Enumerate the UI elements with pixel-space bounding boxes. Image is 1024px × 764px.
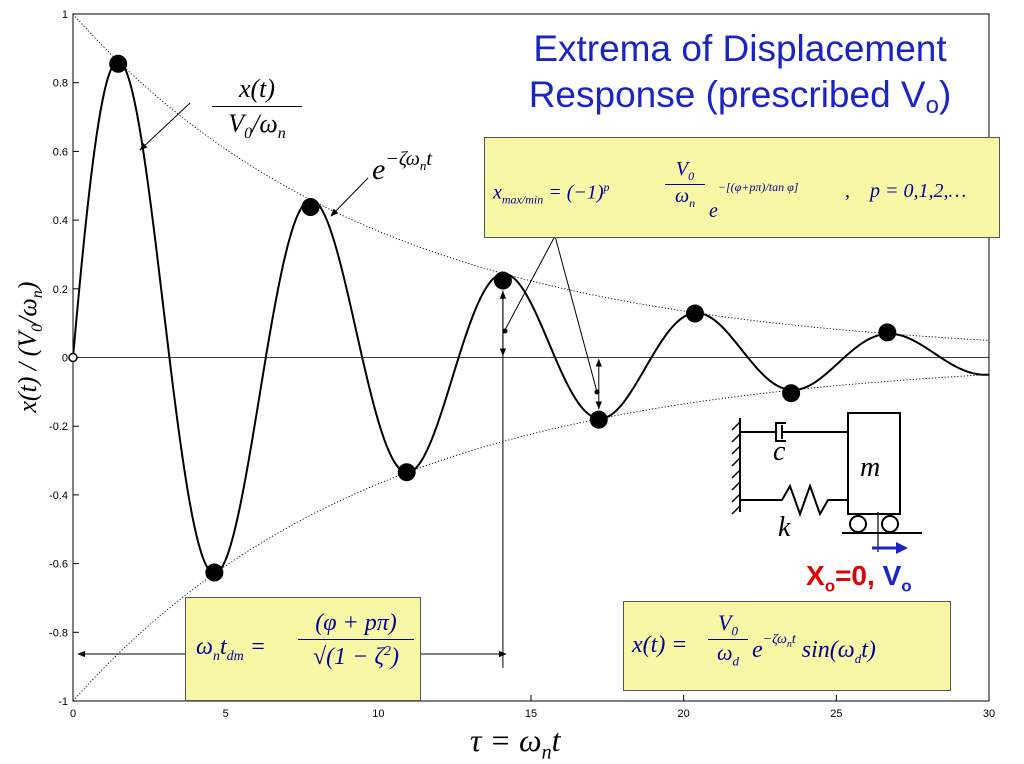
time-equation-box: ωntdm = (φ + pπ) √(1 − ζ2) bbox=[185, 597, 421, 701]
mass-spring-damper-diagram bbox=[731, 412, 922, 554]
wall-hatch bbox=[731, 457, 741, 467]
wheel-right bbox=[881, 515, 899, 533]
damper-label: c bbox=[773, 436, 786, 467]
x-tick-label: 25 bbox=[830, 708, 842, 720]
y-tick-label: -0.8 bbox=[49, 627, 68, 639]
y-tick-label: 1 bbox=[62, 9, 68, 21]
extremum-point bbox=[205, 563, 224, 582]
x-tick-label: 20 bbox=[678, 708, 690, 720]
wall-hatch bbox=[731, 493, 741, 503]
x-tick-label: 5 bbox=[223, 708, 229, 720]
y-tick-label: 0.6 bbox=[53, 146, 68, 158]
response-equation-box: x(t) = V0 ωd e−ζωnt sin(ωdt) bbox=[623, 601, 951, 691]
x-tick-label: 10 bbox=[372, 708, 384, 720]
extremum-point bbox=[397, 463, 416, 482]
wall-hatch bbox=[731, 445, 741, 455]
annotation-arrows bbox=[77, 102, 602, 668]
curve-label-leader bbox=[139, 102, 191, 151]
wall-hatch bbox=[731, 421, 741, 431]
wheel-left bbox=[849, 515, 867, 533]
y-tick-label: -0.6 bbox=[49, 559, 68, 571]
y-tick-label: -1 bbox=[58, 696, 68, 708]
wall-hatch bbox=[731, 505, 741, 515]
wall-hatch bbox=[731, 481, 741, 491]
box-leader-2 bbox=[554, 235, 598, 393]
chart-title: Extrema of Displacement Response (prescr… bbox=[470, 26, 1010, 129]
spring-label: k bbox=[778, 512, 791, 543]
title-line-1: Extrema of Displacement bbox=[533, 28, 947, 69]
title-line-2: Response (prescribed Vo) bbox=[528, 74, 952, 119]
lower-envelope-line bbox=[72, 374, 990, 702]
extrema-equation-box: xmax/min = (−1)p V0 ωn e−[(φ+pπ)/tan φ] … bbox=[484, 137, 1000, 238]
y-tick-label: 0.4 bbox=[53, 215, 68, 227]
extremum-point bbox=[878, 323, 897, 342]
damper-cylinder bbox=[775, 422, 786, 442]
y-tick-label: -0.4 bbox=[49, 490, 68, 502]
extremum-point bbox=[589, 410, 608, 429]
extremum-point bbox=[301, 198, 320, 217]
x-tick-label: 0 bbox=[70, 708, 76, 720]
mass-label: m bbox=[860, 452, 881, 483]
x-tick-label: 30 bbox=[983, 708, 995, 720]
envelope-label: e−ζωnt bbox=[372, 148, 432, 186]
extremum-point bbox=[109, 54, 128, 73]
leader-dot-1 bbox=[502, 328, 508, 334]
extremum-point bbox=[493, 271, 512, 290]
wall-hatch bbox=[731, 433, 741, 443]
extremum-point bbox=[782, 384, 801, 403]
y-tick-label: 0.8 bbox=[53, 78, 68, 90]
y-axis-label: x(t) / (V0/ωn) bbox=[12, 281, 47, 413]
extrema-markers bbox=[109, 54, 897, 582]
initial-conditions: Xo=0, Vo bbox=[806, 560, 912, 596]
y-tick-label: -0.2 bbox=[49, 421, 68, 433]
mass-block bbox=[847, 412, 901, 515]
origin-marker bbox=[68, 352, 78, 363]
box-leader-1 bbox=[504, 235, 556, 331]
leader-dot-2 bbox=[594, 389, 600, 395]
wall-hatch bbox=[731, 469, 741, 479]
spring bbox=[740, 483, 848, 517]
curve-label: x(t) V0/ωn bbox=[212, 74, 302, 143]
velocity-arrow-head bbox=[896, 542, 908, 554]
extremum-point bbox=[685, 304, 704, 323]
y-tick-label: 0 bbox=[62, 353, 68, 365]
axes: 0 5 10 15 20 25 30 -1 -0.8 -0.6 -0.4 -0.2 0 0.2 0.4 0.6… bbox=[49, 9, 995, 720]
y-tick-label: 0.2 bbox=[53, 284, 68, 296]
envelope-label-leader bbox=[330, 177, 369, 217]
x-axis-label: τ = ωnt bbox=[470, 722, 561, 764]
response-curve bbox=[72, 60, 990, 575]
x-tick-label: 15 bbox=[525, 708, 537, 720]
